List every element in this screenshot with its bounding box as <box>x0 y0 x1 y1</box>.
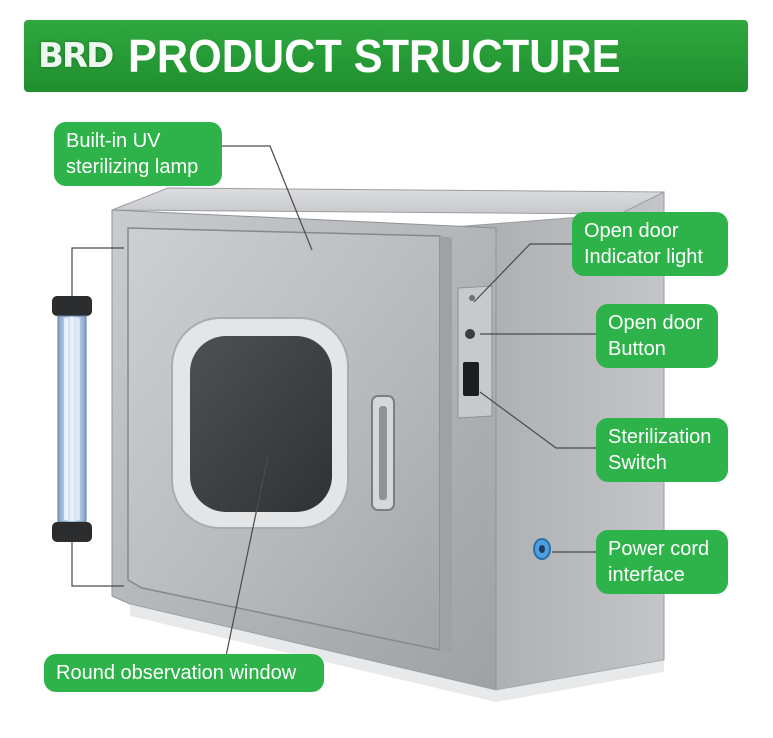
callout-indicator-line2: Indicator light <box>584 246 703 268</box>
callout-uv-lamp-line2: sterilizing lamp <box>66 156 199 178</box>
callout-indicator-line1: Open door <box>584 220 679 242</box>
callout-observation-window: Round observation window <box>44 654 324 692</box>
callout-switch-line2: Switch <box>608 452 667 474</box>
page-title: PRODUCT STRUCTURE <box>128 30 621 82</box>
callout-uv-lamp-line1: Built-in UV <box>66 130 161 152</box>
power-port-icon <box>533 538 551 560</box>
cabinet-top <box>111 187 665 215</box>
callout-power-line2: interface <box>608 564 685 586</box>
callout-indicator-light: Open door Indicator light <box>572 212 728 276</box>
sterilization-switch-icon <box>463 362 479 396</box>
observation-window <box>171 317 349 529</box>
callout-window-line1: Round observation window <box>56 662 297 684</box>
callout-power-cord: Power cord interface <box>596 530 728 594</box>
open-button-icon <box>465 329 475 339</box>
callout-button-line1: Open door <box>608 312 703 334</box>
door-handle <box>371 395 395 511</box>
callout-button-line2: Button <box>608 338 666 360</box>
control-panel <box>457 285 493 419</box>
callout-uv-lamp: Built-in UV sterilizing lamp <box>54 122 222 186</box>
callout-switch-line1: Sterilization <box>608 426 712 448</box>
callout-open-door-button: Open door Button <box>596 304 718 368</box>
leader-lines <box>71 145 596 657</box>
callout-power-line1: Power cord <box>608 538 710 560</box>
header-banner: BRD PRODUCT STRUCTURE <box>24 20 748 92</box>
indicator-light-icon <box>469 295 475 301</box>
callout-sterilization-switch: Sterilization Switch <box>596 418 728 482</box>
uv-lamp <box>52 296 92 542</box>
brand-logo: BRD <box>38 36 114 76</box>
